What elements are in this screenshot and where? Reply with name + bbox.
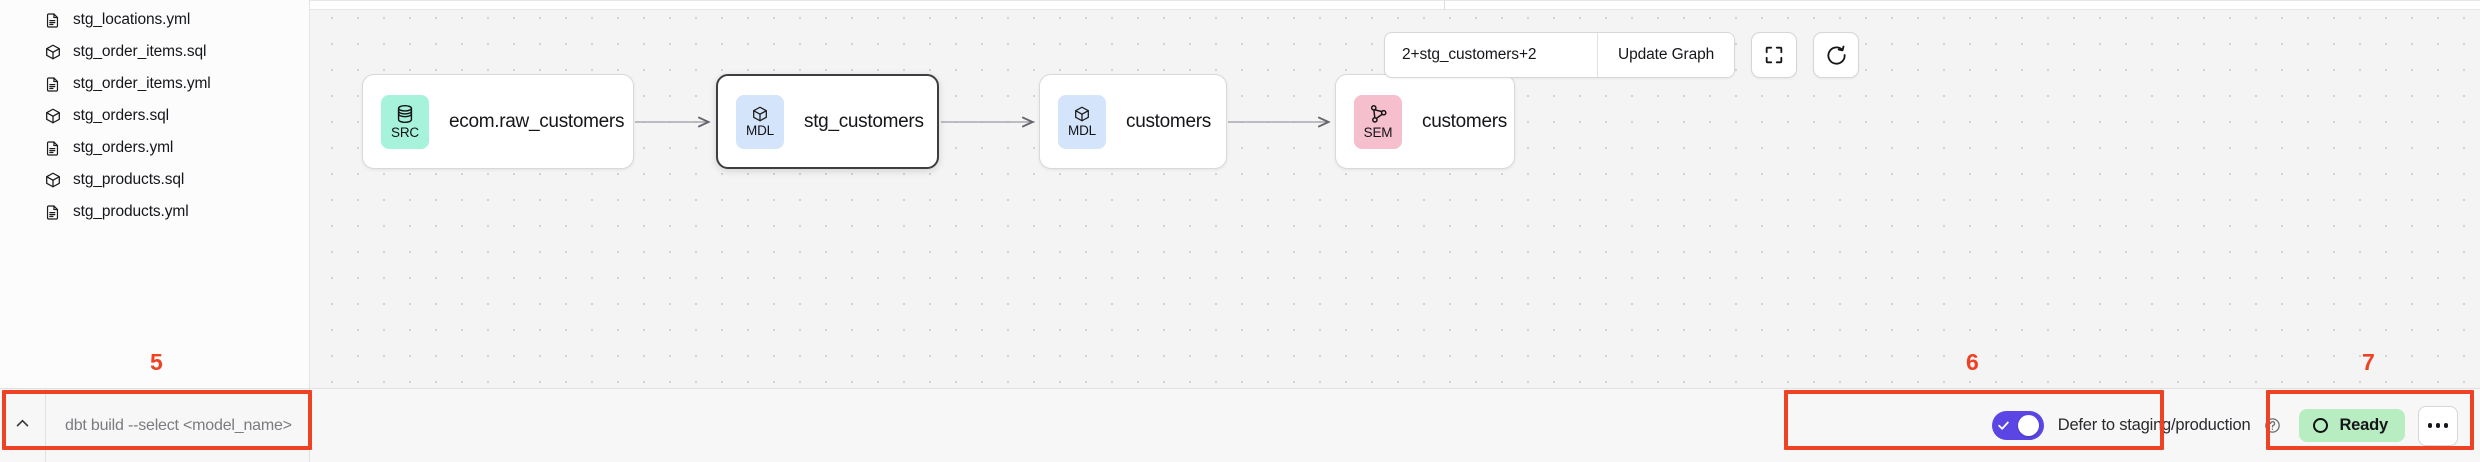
status-group: Ready (2299, 405, 2458, 446)
check-icon (1997, 419, 2010, 432)
node-badge-label: MDL (746, 123, 774, 139)
yaml-file-icon (44, 204, 61, 221)
file-explorer-sidebar[interactable]: stg_locations.yml stg_order_items.sql stg_… (0, 0, 310, 388)
cube-model-icon (44, 172, 61, 189)
file-tree-list: stg_locations.yml stg_order_items.sql stg_… (0, 4, 309, 228)
lineage-node[interactable]: SEM customers (1335, 74, 1515, 169)
file-row[interactable]: stg_orders.yml (0, 132, 309, 164)
lineage-node[interactable]: MDL stg_customers (716, 74, 939, 169)
node-title: customers (1126, 110, 1211, 132)
file-label: stg_products.yml (73, 203, 189, 220)
file-row[interactable]: stg_products.yml (0, 196, 309, 228)
semantic-graph-icon (1367, 103, 1389, 125)
node-title: stg_customers (804, 110, 924, 132)
file-label: stg_orders.sql (73, 107, 169, 124)
ellipsis-icon (2435, 423, 2441, 428)
cube-model-icon (751, 105, 769, 123)
status-circle-icon (2313, 418, 2329, 433)
fullscreen-icon (1763, 44, 1785, 66)
node-title: ecom.raw_customers (449, 110, 625, 132)
cube-model-icon (44, 44, 61, 61)
yaml-file-icon (44, 12, 61, 29)
refresh-icon (1825, 44, 1848, 67)
toggle-knob (2017, 415, 2039, 436)
annotation-number-6: 6 (1966, 349, 1979, 375)
cube-model-icon (44, 107, 62, 125)
file-label: stg_locations.yml (73, 11, 191, 28)
command-bar[interactable]: dbt build --select <model_name> (0, 389, 310, 462)
node-type-badge: SEM (1354, 94, 1402, 149)
ellipsis-icon (2427, 423, 2433, 428)
file-row[interactable]: stg_locations.yml (0, 4, 309, 36)
graph-selector-input[interactable] (1385, 33, 1597, 77)
fullscreen-button[interactable] (1751, 32, 1798, 78)
cube-model-icon (44, 43, 62, 61)
file-label: stg_order_items.sql (73, 43, 207, 60)
active-tab-marker (1444, 1, 1445, 10)
lineage-node[interactable]: MDL customers (1039, 74, 1227, 169)
lineage-graph-canvas[interactable]: Update Graph (310, 0, 2480, 388)
refresh-button[interactable] (1813, 32, 1860, 78)
yaml-file-icon (44, 76, 61, 93)
node-title: customers (1422, 110, 1507, 132)
question-circle-icon[interactable] (2264, 417, 2281, 434)
file-row[interactable]: stg_products.sql (0, 164, 309, 196)
graph-toolbar: Update Graph (1384, 32, 1860, 78)
yaml-file-icon (44, 12, 61, 29)
more-options-button[interactable] (2418, 405, 2458, 446)
selector-divider (1597, 33, 1598, 77)
lineage-node[interactable]: SRC ecom.raw_customers (362, 74, 634, 169)
bottom-status-bar: dbt build --select <model_name> Defer to… (0, 388, 2480, 462)
status-badge[interactable]: Ready (2299, 409, 2405, 442)
yaml-file-icon (44, 140, 61, 157)
cube-model-icon (44, 108, 61, 125)
yaml-file-icon (44, 204, 61, 221)
node-type-badge: SRC (381, 94, 429, 149)
canvas-top-strip (310, 1, 2480, 10)
status-label: Ready (2339, 416, 2388, 434)
collapse-panel-button[interactable] (0, 389, 46, 462)
workspace-upper: stg_locations.yml stg_order_items.sql stg_… (0, 0, 2480, 388)
node-type-badge: MDL (1058, 94, 1106, 149)
file-row[interactable]: stg_orders.sql (0, 100, 309, 132)
defer-label: Defer to staging/production (2057, 416, 2251, 434)
status-bar-right: Defer to staging/production Ready (1991, 405, 2480, 446)
command-input-placeholder[interactable]: dbt build --select <model_name> (65, 416, 292, 434)
node-badge-label: MDL (1068, 123, 1096, 139)
file-label: stg_order_items.yml (73, 75, 211, 92)
file-label: stg_products.sql (73, 171, 185, 188)
annotation-number-5: 5 (150, 349, 163, 375)
update-graph-button[interactable]: Update Graph (1598, 33, 1735, 77)
yaml-file-icon (44, 140, 61, 157)
node-badge-label: SRC (391, 125, 419, 141)
chevron-up-icon (14, 415, 31, 437)
node-badge-label: SEM (1363, 125, 1393, 141)
defer-toggle[interactable] (1991, 411, 2044, 440)
file-label: stg_orders.yml (73, 139, 174, 156)
database-icon (394, 103, 416, 125)
annotation-number-7: 7 (2362, 349, 2375, 375)
cube-model-icon (1073, 105, 1091, 123)
file-row[interactable]: stg_order_items.yml (0, 68, 309, 100)
ellipsis-icon (2443, 423, 2449, 428)
file-row[interactable]: stg_order_items.sql (0, 36, 309, 68)
yaml-file-icon (44, 76, 61, 93)
cube-model-icon (44, 171, 62, 189)
node-type-badge: MDL (736, 94, 784, 149)
defer-toggle-group[interactable]: Defer to staging/production (1991, 411, 2282, 440)
graph-selector-group: Update Graph (1384, 32, 1736, 78)
